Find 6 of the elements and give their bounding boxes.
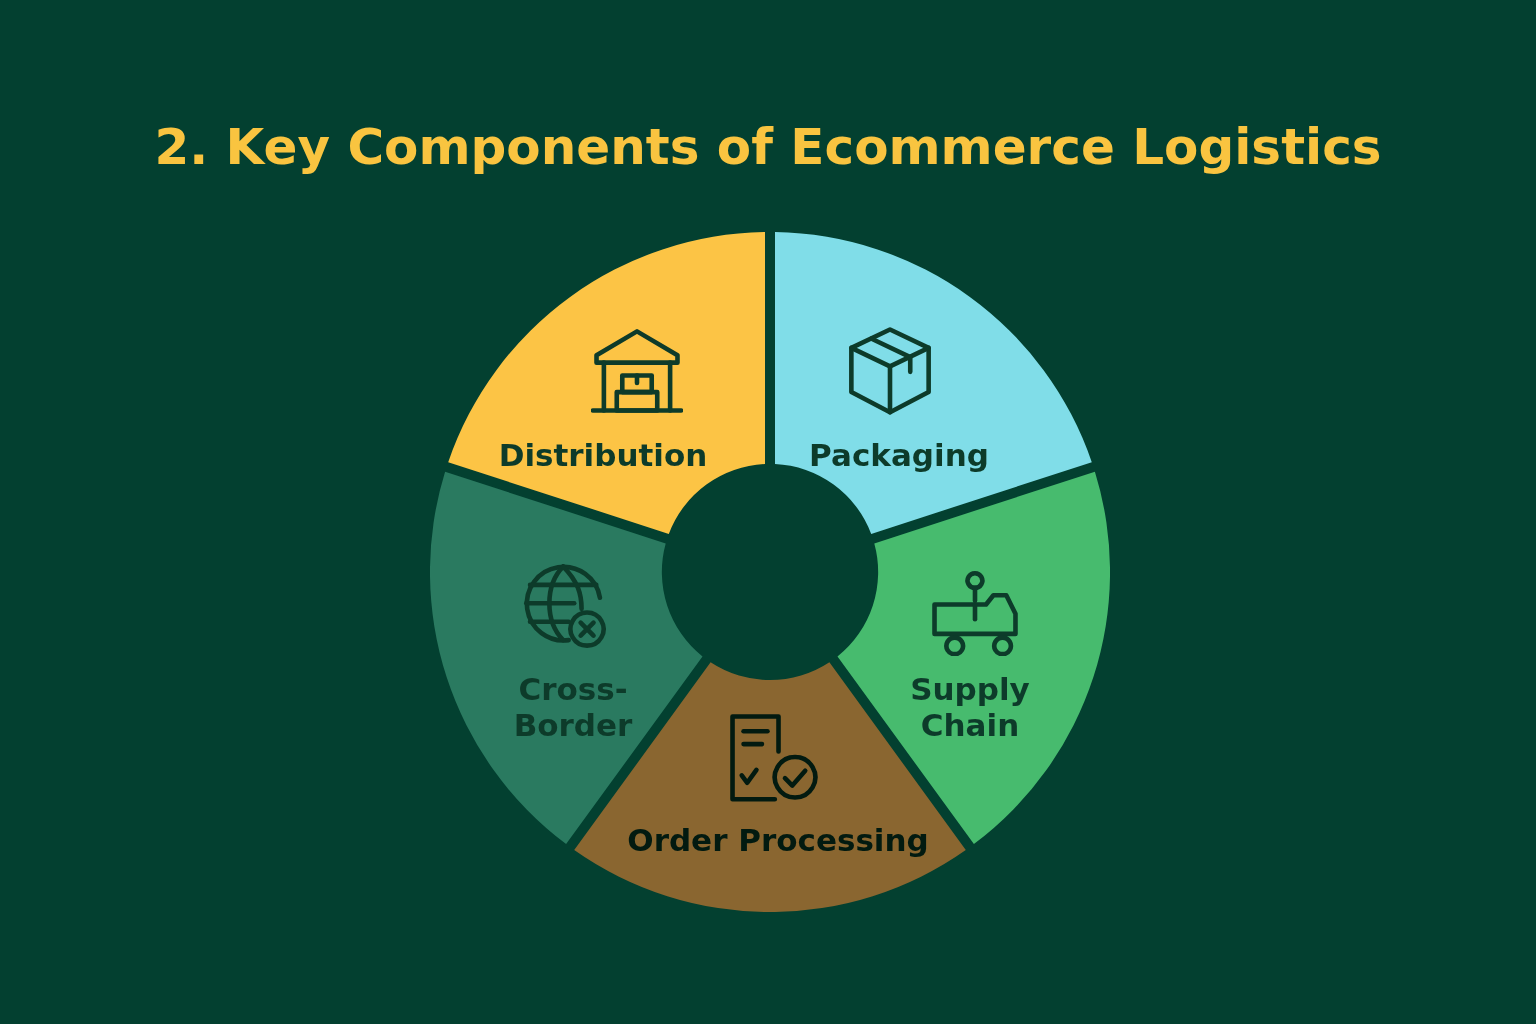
segment-label: Order Processing bbox=[626, 822, 930, 858]
segment-label: Supply Chain bbox=[909, 671, 1031, 743]
segment-label: Distribution bbox=[497, 437, 709, 473]
title: 2. Key Components of Ecommerce Logistics bbox=[153, 118, 1383, 176]
segment-label: Cross-Border bbox=[512, 671, 634, 743]
segment-label: Packaging bbox=[808, 437, 990, 473]
